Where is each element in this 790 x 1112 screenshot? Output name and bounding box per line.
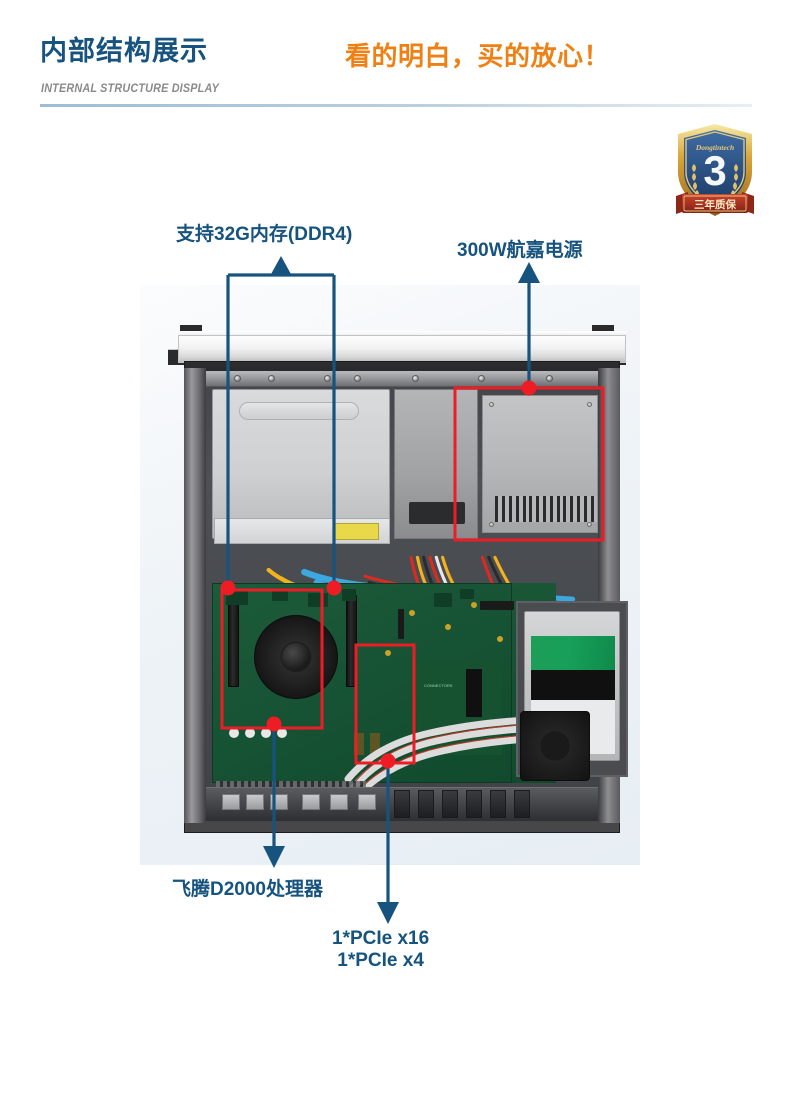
page-subtitle: INTERNAL STRUCTURE DISPLAY xyxy=(41,83,220,95)
label-pcie-line2: 1*PCIe x4 xyxy=(337,949,424,971)
server-interior-photo: CONNECTORS xyxy=(140,285,640,865)
header-divider xyxy=(40,104,752,107)
label-power-supply: 300W航嘉电源 xyxy=(457,240,583,261)
svg-text:CONNECTORS: CONNECTORS xyxy=(424,683,453,688)
chassis-crossbar xyxy=(206,371,598,387)
badge-brand-text: Dongtintech xyxy=(695,143,734,152)
psu-arrow-up xyxy=(518,262,540,283)
hdd-label-barracuda xyxy=(531,670,615,700)
page-header: 内部结构展示 INTERNAL STRUCTURE DISPLAY 看的明白，买… xyxy=(0,0,790,108)
cage-cable-slot xyxy=(409,502,465,524)
badge-number: 3 xyxy=(703,147,726,194)
chassis-lid-edge xyxy=(178,331,626,337)
header-slogan: 看的明白，买的放心！ xyxy=(345,41,611,71)
label-pcie-line1: 1*PCIe x16 xyxy=(332,928,430,949)
memory-arrow-up xyxy=(270,256,292,276)
drive-bay-handle xyxy=(239,402,359,420)
system-fan xyxy=(520,711,590,781)
page-title: 内部结构展示 xyxy=(40,36,208,66)
seagate-barracuda-hdd xyxy=(524,611,620,761)
drive-bay-panel xyxy=(212,389,390,539)
label-memory: 支持32G内存(DDR4) xyxy=(176,224,353,245)
label-pcie: 1*PCIe x16 1*PCIe x4 xyxy=(332,928,429,972)
pcie-arrow-down xyxy=(377,902,399,924)
rear-io-panel xyxy=(206,787,598,821)
drive-bay-spec-label xyxy=(214,518,390,544)
chassis-rail-left xyxy=(184,368,206,823)
badge-ribbon-text: 三年质保 xyxy=(694,198,736,211)
hdd-label-top xyxy=(531,636,615,670)
warranty-badge: Dongtintech 3 三年质保 xyxy=(672,122,758,222)
server-chassis: CONNECTORS xyxy=(168,313,628,833)
label-cpu: 飞腾D2000处理器 xyxy=(172,879,323,900)
